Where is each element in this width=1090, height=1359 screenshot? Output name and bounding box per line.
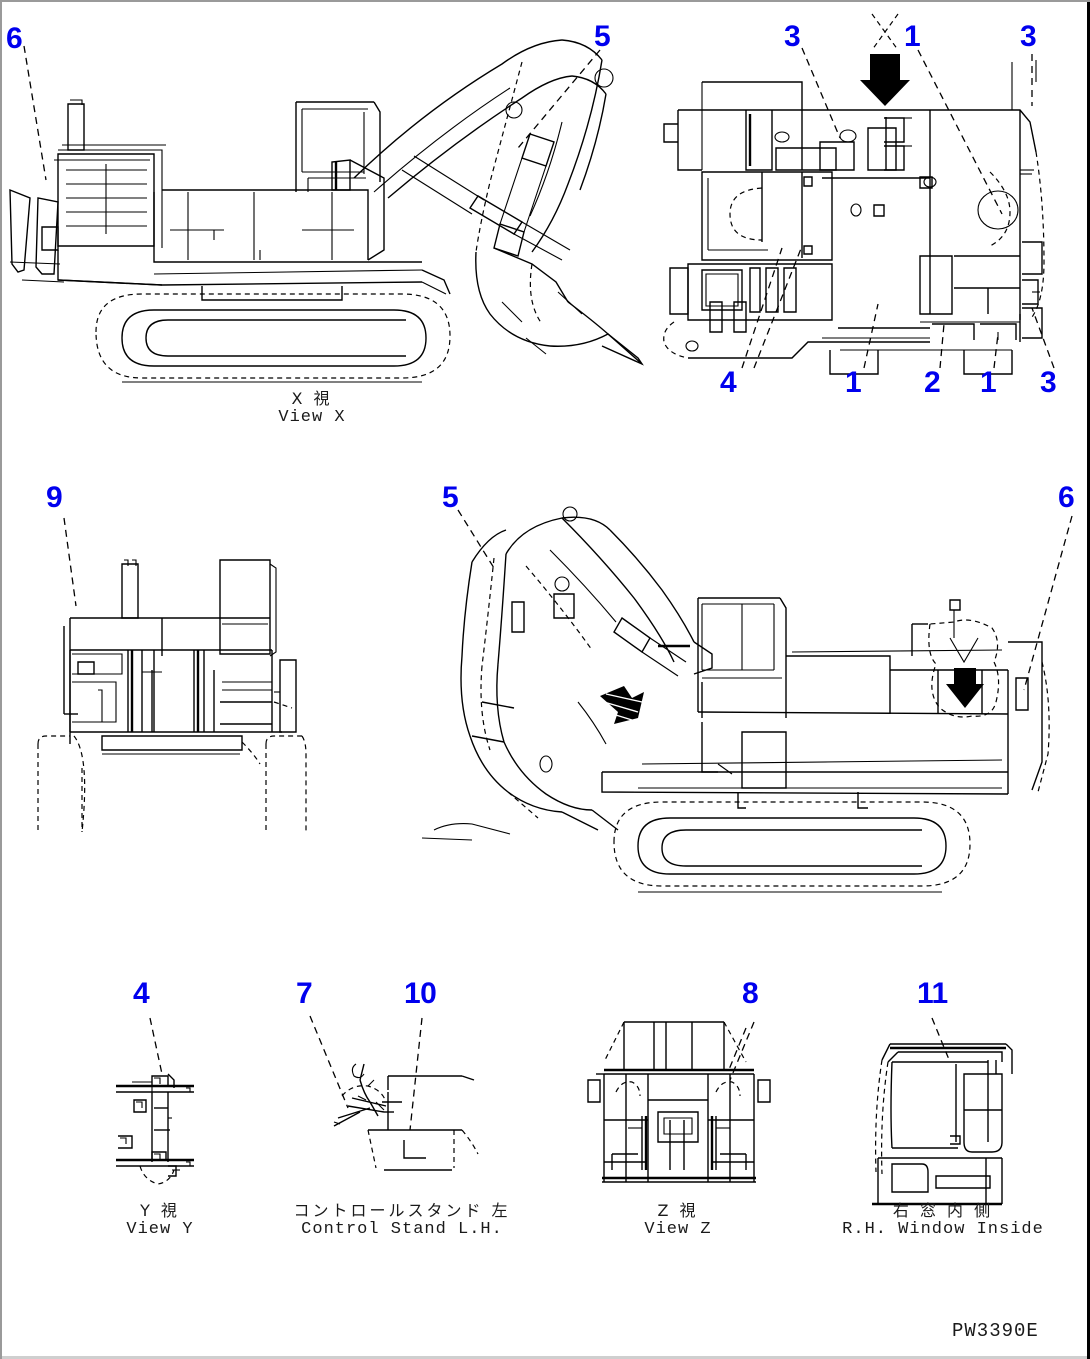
view-side-right-excavator bbox=[421, 506, 1050, 893]
callout-6-side-view: 6 bbox=[1058, 481, 1075, 514]
callout-1-bottom-right: 1 bbox=[980, 366, 997, 399]
view-top-right-machine bbox=[663, 13, 1045, 375]
rh-window-detail bbox=[872, 1043, 1013, 1206]
callout-9-front-view: 9 bbox=[46, 481, 63, 514]
caption-rh-window-jp: 右 窓 内 側 bbox=[892, 1201, 994, 1220]
caption-view-x-jp: X 視 bbox=[291, 389, 333, 408]
callout-6-view-x: 6 bbox=[6, 22, 23, 55]
caption-rh-window-en: R.H. Window Inside bbox=[842, 1219, 1044, 1239]
sheet-bottom-edge bbox=[2, 1356, 1090, 1359]
callout-4-bottom: 4 bbox=[720, 366, 737, 399]
callout-5-side-view: 5 bbox=[442, 481, 459, 514]
callout-3-top-right: 3 bbox=[1020, 20, 1037, 53]
view-z-detail bbox=[587, 1021, 771, 1183]
callout-2-bottom: 2 bbox=[924, 366, 941, 399]
callout-7-control-stand: 7 bbox=[296, 977, 313, 1010]
caption-view-z-jp: Z 視 bbox=[657, 1201, 699, 1220]
hatched-arrow-icon bbox=[600, 686, 644, 724]
caption-control-stand-jp: コントロールスタンド 左 bbox=[293, 1201, 511, 1220]
callout-1-bottom-left: 1 bbox=[845, 366, 862, 399]
view-front-machine bbox=[37, 559, 307, 833]
control-stand-detail bbox=[333, 1063, 479, 1171]
part-code-label: PW3390E bbox=[952, 1320, 1039, 1342]
caption-view-y-jp: Y 視 bbox=[140, 1201, 180, 1220]
caption-rh-window: 右 窓 内 側 R.H. Window Inside bbox=[810, 1202, 1076, 1239]
callout-5-view-x: 5 bbox=[594, 20, 611, 53]
callout-1-top: 1 bbox=[904, 20, 921, 53]
caption-control-stand-en: Control Stand L.H. bbox=[301, 1219, 503, 1239]
callout-4-view-y: 4 bbox=[133, 977, 150, 1010]
callout-3-bottom-right: 3 bbox=[1040, 366, 1057, 399]
caption-view-y: Y 視 View Y bbox=[70, 1202, 250, 1239]
leader-lines bbox=[23, 45, 1073, 1131]
callout-10-control-stand: 10 bbox=[404, 977, 437, 1010]
callout-11-rh-window: 11 bbox=[917, 977, 948, 1010]
caption-view-z-en: View Z bbox=[644, 1219, 712, 1239]
caption-control-stand: コントロールスタンド 左 Control Stand L.H. bbox=[274, 1202, 530, 1239]
callout-3-top-left: 3 bbox=[784, 20, 801, 53]
caption-view-z: Z 視 View Z bbox=[588, 1202, 768, 1239]
caption-view-x: X 視 View X bbox=[202, 390, 422, 427]
caption-view-x-en: View X bbox=[278, 407, 346, 427]
callout-8-view-z: 8 bbox=[742, 977, 759, 1010]
view-y-detail bbox=[116, 1073, 194, 1185]
view-x-excavator bbox=[9, 39, 644, 383]
caption-view-y-en: View Y bbox=[126, 1219, 194, 1239]
